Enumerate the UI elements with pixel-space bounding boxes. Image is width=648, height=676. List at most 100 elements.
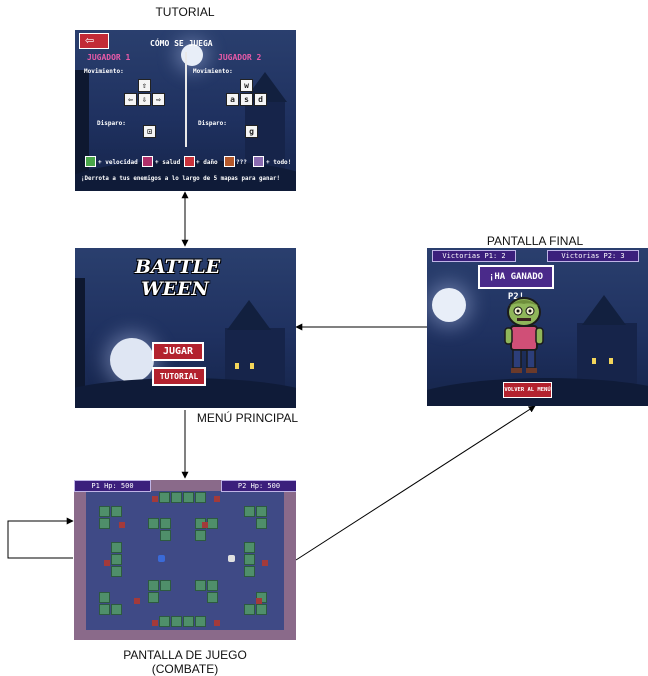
player1-heading: JUGADOR 1 xyxy=(87,53,131,62)
game-screen: P1 Hp: 500 P2 Hp: 500 xyxy=(74,480,296,640)
divider xyxy=(185,52,187,147)
arena-block xyxy=(111,604,122,615)
moon-icon xyxy=(110,338,154,382)
p1-key-right: ⇨ xyxy=(152,93,165,106)
arena-block xyxy=(160,530,171,541)
arena-block xyxy=(99,518,110,529)
p1-hp-panel: P1 Hp: 500 xyxy=(74,480,151,492)
arena-block xyxy=(111,506,122,517)
arena-block xyxy=(99,506,110,517)
damage-powerup-icon xyxy=(184,156,195,167)
logo-line1: BATTLE xyxy=(135,256,221,278)
crate xyxy=(214,620,220,626)
house-roof xyxy=(227,300,271,330)
final-label: PANTALLA FINAL xyxy=(486,234,584,248)
tutorial-screen: ⇦ CÓMO SE JUEGA JUGADOR 1 JUGADOR 2 Movi… xyxy=(75,30,296,191)
p1-key-up: ⇧ xyxy=(138,79,151,92)
wall-right xyxy=(284,480,296,640)
speed-powerup-icon xyxy=(85,156,96,167)
arena-block xyxy=(195,492,206,503)
logo-line2: WEEN xyxy=(141,278,209,300)
arena-block xyxy=(99,604,110,615)
tutorial-title: CÓMO SE JUEGA xyxy=(150,39,213,48)
wall-bottom xyxy=(74,630,296,640)
crate xyxy=(256,598,262,604)
legend-speed: + velocidad xyxy=(98,159,138,166)
arena-block xyxy=(195,530,206,541)
menu-label: MENÚ PRINCIPAL xyxy=(196,411,299,425)
legend-health: + salud xyxy=(155,159,181,166)
p1-shot-label: Disparo: xyxy=(97,120,126,127)
tree-silhouette xyxy=(75,278,85,408)
crate xyxy=(134,598,140,604)
p1-key-left: ⇦ xyxy=(124,93,137,106)
zombie-character xyxy=(504,297,544,373)
game-logo: BATTLE WEEN xyxy=(135,256,221,300)
arena-block xyxy=(111,554,122,565)
house-window xyxy=(592,358,596,364)
arena-block xyxy=(183,616,194,627)
arena-block xyxy=(159,616,170,627)
tutorial-label: TUTORIAL xyxy=(155,5,215,19)
p1-move-label: Movimiento: xyxy=(84,68,124,75)
tutorial-footer: ¡Derrota a tus enemigos a lo largo de 5 … xyxy=(81,176,280,182)
wall-left xyxy=(74,480,86,640)
health-powerup-icon xyxy=(142,156,153,167)
wall-top xyxy=(74,480,296,491)
house-window xyxy=(250,363,254,369)
p2-key-w: w xyxy=(240,79,253,92)
arena-block xyxy=(244,604,255,615)
arena-block xyxy=(244,566,255,577)
game-label-line1: PANTALLA DE JUEGO xyxy=(123,648,247,662)
arena-block xyxy=(171,616,182,627)
legend-damage: + daño xyxy=(196,159,218,166)
back-to-menu-button[interactable]: VOLVER AL MENÚ xyxy=(503,382,552,398)
menu-screen: BATTLE WEEN JUGAR TUTORIAL xyxy=(75,248,296,408)
arena-block xyxy=(256,506,267,517)
back-button[interactable]: ⇦ xyxy=(79,33,109,49)
crate xyxy=(214,496,220,502)
player1-sprite xyxy=(158,555,165,562)
legend-mystery: ??? xyxy=(236,159,247,166)
back-arrow-icon: ⇦ xyxy=(85,35,95,47)
final-screen: Victorias P1: 2 Victorias P2: 3 ¡HA GANA… xyxy=(427,248,648,406)
arena-block xyxy=(148,518,159,529)
all-powerup-icon xyxy=(253,156,264,167)
arena-block xyxy=(244,506,255,517)
p2-shot-label: Disparo: xyxy=(198,120,227,127)
arena-block xyxy=(256,518,267,529)
arena-block xyxy=(256,604,267,615)
crate xyxy=(262,560,268,566)
arena-block xyxy=(148,592,159,603)
arena-block xyxy=(195,580,206,591)
arena-block xyxy=(207,518,218,529)
arena-block xyxy=(244,554,255,565)
p2-key-shot: g xyxy=(245,125,258,138)
arrow-game-final xyxy=(295,405,536,561)
arena-block xyxy=(207,592,218,603)
house-window xyxy=(609,358,613,364)
p1-wins-panel: Victorias P1: 2 xyxy=(432,250,516,262)
game-label: PANTALLA DE JUEGO (COMBATE) xyxy=(100,648,270,676)
arena-block xyxy=(244,542,255,553)
arena-block xyxy=(160,518,171,529)
p1-key-down: ⇩ xyxy=(138,93,151,106)
mystery-powerup-icon xyxy=(224,156,235,167)
house-roof xyxy=(582,295,626,325)
arena-block xyxy=(99,592,110,603)
p2-key-s: s xyxy=(240,93,253,106)
play-button[interactable]: JUGAR xyxy=(152,342,204,361)
arena-block xyxy=(111,542,122,553)
crate xyxy=(202,522,208,528)
house-window xyxy=(235,363,239,369)
arena-block xyxy=(195,616,206,627)
legend-all: + todo! xyxy=(266,159,292,166)
p1-key-shot: ⊡ xyxy=(143,125,156,138)
arena-block xyxy=(148,580,159,591)
crate xyxy=(152,496,158,502)
player2-heading: JUGADOR 2 xyxy=(218,53,262,62)
winner-banner: ¡HA GANADO P2! xyxy=(478,265,554,302)
arena-block xyxy=(159,492,170,503)
tutorial-button[interactable]: TUTORIAL xyxy=(152,367,206,386)
p2-hp-panel: P2 Hp: 500 xyxy=(221,480,296,492)
